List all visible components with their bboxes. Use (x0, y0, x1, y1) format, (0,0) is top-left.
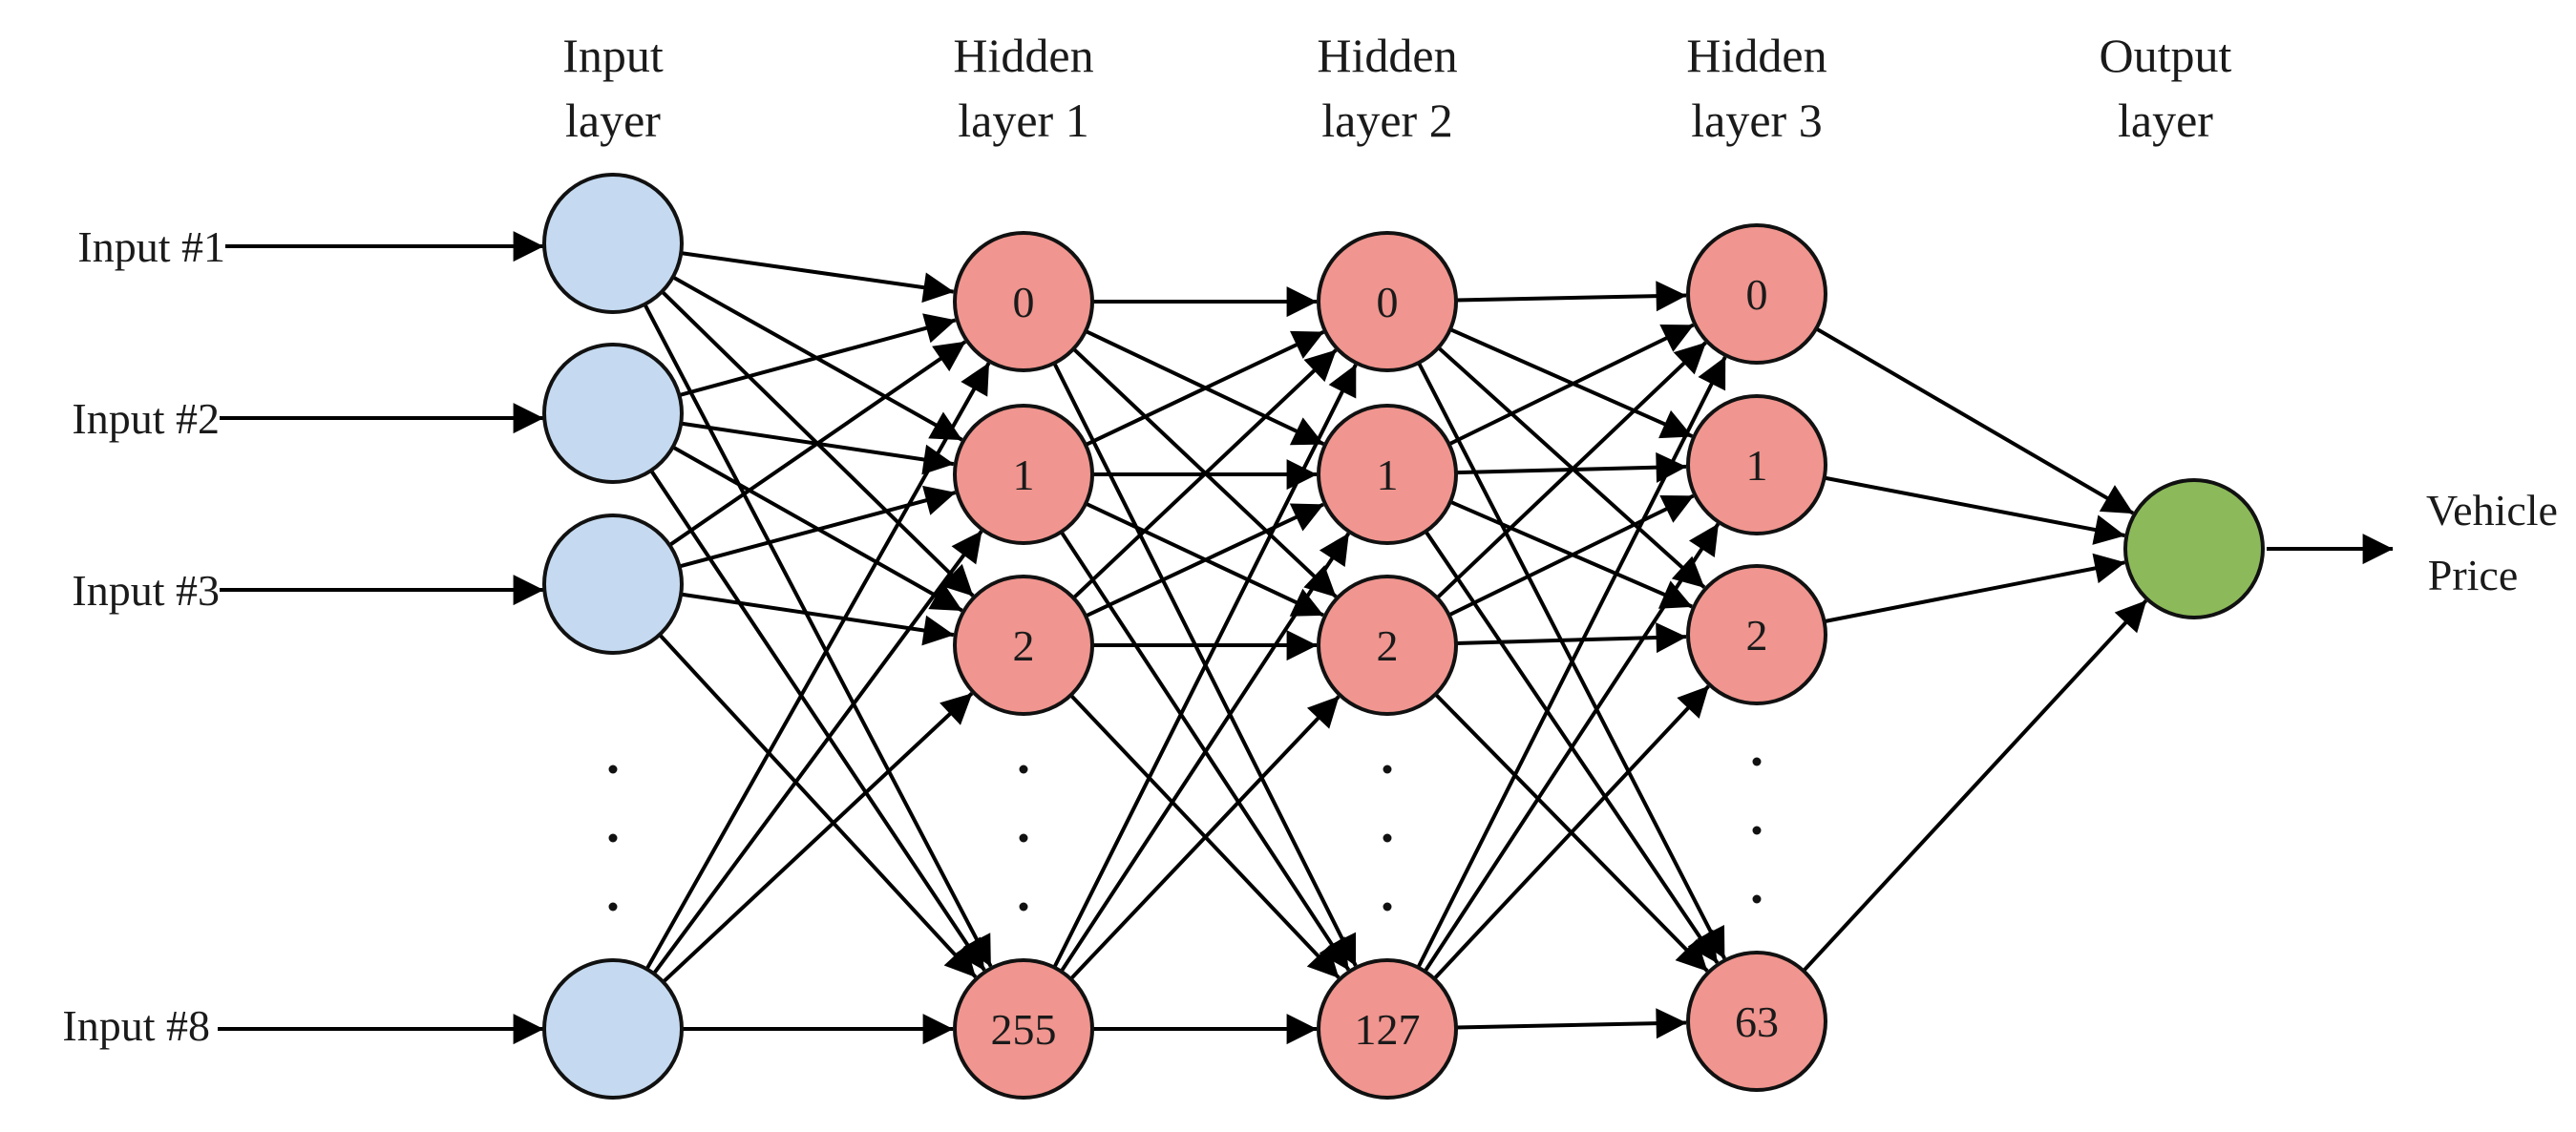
input-label-1: Input #1 (77, 222, 225, 271)
output-label-line2: Price (2428, 551, 2519, 599)
hidden1-node-label-1: 1 (1013, 451, 1035, 499)
hidden-layer-2-title-line2: layer 2 (1321, 94, 1452, 147)
hidden2-node-1 (1317, 404, 1458, 545)
ellipsis-dot (1752, 894, 1762, 904)
connection-l1-n1-to-n0 (1085, 329, 1325, 447)
hidden2-node-0 (1317, 231, 1458, 372)
hidden-layer-3-title-line1: Hidden (1686, 29, 1826, 82)
ellipsis-dot (1019, 902, 1028, 912)
hidden1-node-label-2: 2 (1013, 621, 1035, 670)
connection-l1-n3-to-n1 (1059, 532, 1351, 973)
connection-l0-n2-to-n3 (658, 633, 978, 978)
ellipsis-dot (1752, 826, 1762, 835)
hidden1-node-3 (953, 958, 1094, 1100)
input-layer-title-line1: Input (562, 29, 664, 82)
connection-l3-n0-to-n0 (1815, 326, 2135, 515)
ellipsis-dot (1383, 833, 1392, 843)
connection-l2-n0-to-n0 (1455, 281, 1687, 312)
hidden3-node-label-3: 63 (1735, 997, 1779, 1046)
connection-l1-n2-to-n1 (1085, 502, 1324, 618)
connection-l1-n2-to-n0 (1071, 348, 1338, 600)
ellipsis-dot (1019, 765, 1028, 774)
connection-l1-n3-to-n2 (1069, 695, 1341, 981)
connection-l0-n2-to-n1 (679, 485, 957, 569)
ellipsis-dots (608, 757, 1762, 912)
input-layer-title-line2: layer (565, 94, 661, 147)
hidden1-node-1 (953, 404, 1094, 545)
ellipsis-dot (1383, 765, 1392, 774)
connection-l0-n1-to-n0 (678, 313, 957, 398)
input-node-3 (542, 958, 684, 1100)
ellipsis-dot (608, 833, 618, 843)
hidden-layer-2-title-line1: Hidden (1317, 29, 1457, 82)
connection-l0-n2-to-n2 (680, 592, 955, 646)
connection-l3-n2-to-n0 (1824, 553, 2126, 624)
hidden3-node-label-0: 0 (1746, 270, 1768, 319)
hidden3-node-2 (1686, 564, 1827, 705)
connection-l0-n3-to-n0 (644, 362, 991, 971)
hidden-layer-1-title-line1: Hidden (953, 29, 1093, 82)
hidden1-node-0 (953, 231, 1094, 372)
hidden2-node-2 (1317, 575, 1458, 716)
connection-l1-n3-to-n0 (1052, 364, 1358, 969)
hidden2-node-label-1: 1 (1377, 451, 1399, 499)
connection-l2-n3-to-n1 (1423, 522, 1721, 973)
ellipsis-dot (608, 902, 618, 912)
connection-l0-n2-to-n0 (668, 340, 967, 547)
connection-l0-n3-to-n1 (652, 530, 983, 975)
connection-l0-n3-to-n2 (662, 692, 974, 984)
connections (643, 251, 2148, 1045)
input-node-2 (542, 514, 684, 655)
input-label-2: Input #2 (72, 394, 220, 443)
connection-l2-n3-to-n3 (1455, 1008, 1687, 1039)
input-node-1 (542, 343, 684, 484)
input-label-3: Input #3 (72, 566, 220, 615)
ellipsis-dot (1383, 902, 1392, 912)
output-label-group: Vehicle Price (2267, 486, 2558, 599)
hidden1-node-label-3: 255 (991, 1005, 1057, 1054)
layer-headers: Input layer Hidden layer 1 Hidden layer … (562, 29, 2231, 147)
connection-l0-n0-to-n0 (681, 251, 955, 304)
hidden-layer-3-title-line2: layer 3 (1691, 94, 1822, 147)
hidden2-node-label-0: 0 (1377, 278, 1399, 326)
output-node-0 (2123, 478, 2265, 619)
output-label-line1: Vehicle (2426, 486, 2558, 535)
connection-l2-n2-to-n2 (1455, 622, 1687, 654)
connection-l0-n0-to-n3 (643, 303, 993, 968)
ellipsis-dot (1019, 833, 1028, 843)
hidden1-node-label-0: 0 (1013, 278, 1035, 326)
hidden3-node-label-2: 2 (1746, 611, 1768, 660)
hidden1-node-2 (953, 575, 1094, 716)
connection-l2-n2-to-n0 (1435, 341, 1707, 599)
connection-l2-n0-to-n2 (1437, 346, 1706, 589)
connection-l3-n3-to-n0 (1802, 598, 2148, 973)
hidden-layer-1-title-line2: layer 1 (958, 94, 1088, 147)
output-layer-title-line1: Output (2100, 29, 2232, 82)
hidden2-node-label-3: 127 (1355, 1005, 1421, 1054)
input-label-8: Input #8 (62, 1001, 210, 1050)
hidden3-node-0 (1686, 223, 1827, 365)
nodes: 0 1 2 255 0 1 2 127 0 1 2 63 (542, 173, 2265, 1100)
hidden3-node-3 (1686, 951, 1827, 1092)
ellipsis-dot (1752, 757, 1762, 766)
input-labels: Input #1 Input #2 Input #3 Input #8 (62, 222, 544, 1050)
connection-l2-n3-to-n0 (1416, 356, 1727, 969)
ellipsis-dot (608, 765, 618, 774)
hidden3-node-label-1: 1 (1746, 441, 1768, 490)
connection-l3-n1-to-n0 (1824, 475, 2125, 545)
output-layer-title-line2: layer (2118, 94, 2213, 147)
connection-l0-n1-to-n3 (649, 469, 986, 972)
input-node-0 (542, 173, 684, 314)
connection-l2-n1-to-n0 (1447, 323, 1695, 447)
connection-l2-n2-to-n1 (1447, 493, 1695, 618)
connection-l2-n3-to-n2 (1432, 684, 1710, 980)
hidden3-node-1 (1686, 394, 1827, 535)
hidden2-node-3 (1317, 958, 1458, 1100)
hidden2-node-label-2: 2 (1377, 621, 1399, 670)
